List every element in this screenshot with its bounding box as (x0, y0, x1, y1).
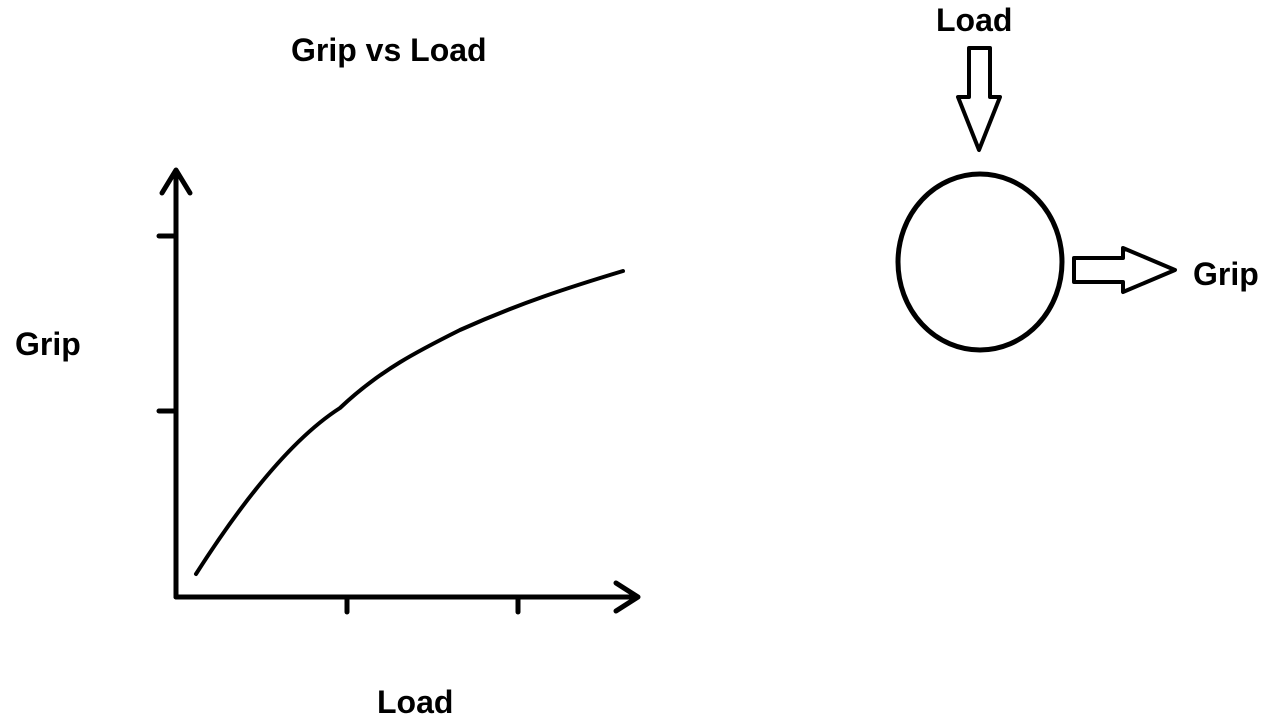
x-axis-label: Load (377, 684, 454, 720)
load-arrow-icon (956, 46, 1002, 152)
y-axis-arrowhead (159, 167, 193, 196)
wheel-circle (895, 171, 1065, 353)
grip-load-graph (156, 167, 641, 615)
grip-load-curve (194, 269, 625, 576)
grip-arrow-icon (1072, 246, 1177, 294)
y-axis-label: Grip (15, 326, 81, 362)
grip-force-label: Grip (1193, 256, 1259, 292)
chart-title: Grip vs Load (291, 32, 487, 68)
x-axis-arrowhead (613, 580, 641, 614)
load-force-label: Load (936, 2, 1013, 38)
wheel-force-diagram (895, 46, 1177, 353)
